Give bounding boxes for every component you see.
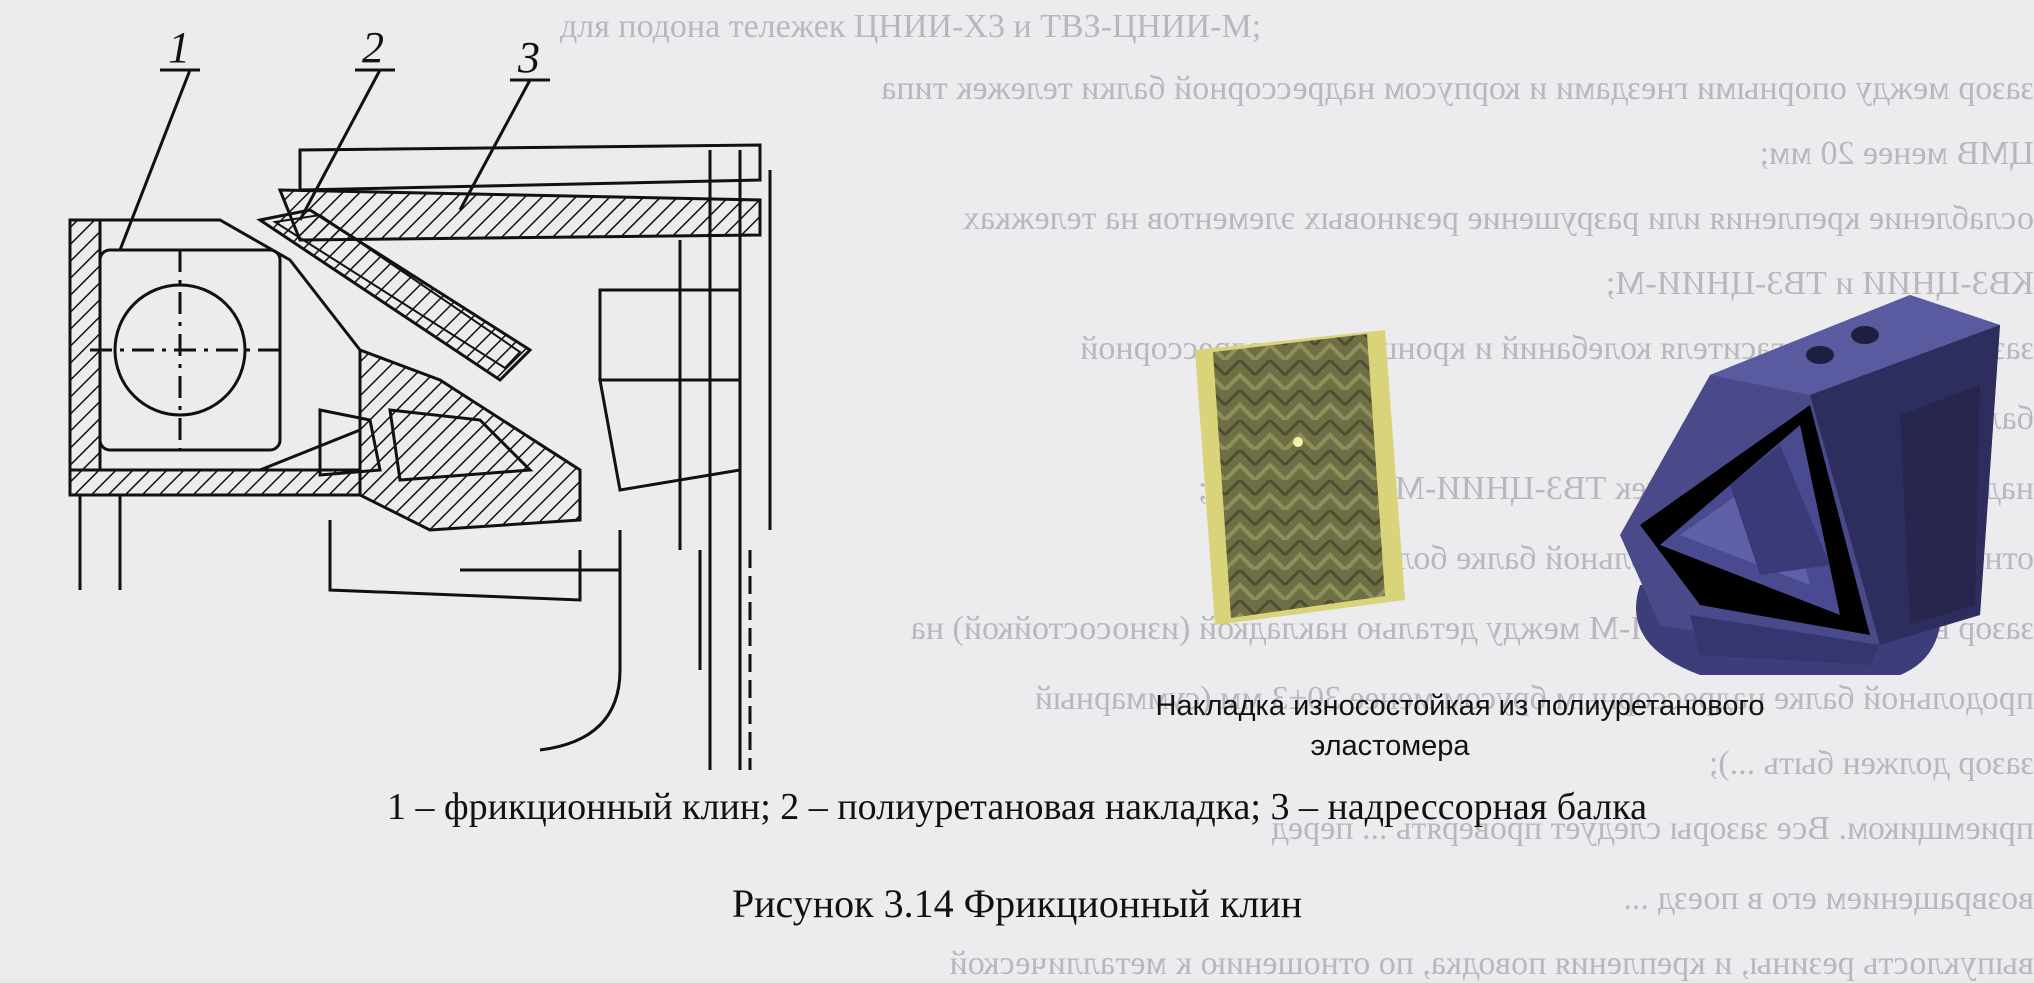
photo-label-line1: Накладка износостойкая из полиуретановог… — [1155, 690, 1765, 722]
friction-wedge-photo — [1620, 295, 2000, 675]
bleed-text-line: выпуклость резины, и крепления поводка, … — [949, 945, 2034, 982]
bleed-text-line: для подона тележек ЦНИИ-Х3 и ТВЗ-ЦНИИ-М; — [560, 8, 1262, 45]
callout-number-2: 2 — [362, 23, 384, 72]
polyurethane-pad-photo — [1195, 330, 1405, 625]
figure-caption: Рисунок 3.14 Фрикционный клин — [731, 881, 1303, 926]
photo-label-line2: эластомера — [1310, 730, 1470, 762]
wedge-section-drawing — [68, 68, 772, 770]
callout-number-3: 3 — [518, 33, 540, 82]
figure-legend: 1 – фрикционный клин; 2 – полиуретановая… — [387, 786, 1647, 828]
callout-number-1: 1 — [168, 23, 190, 72]
